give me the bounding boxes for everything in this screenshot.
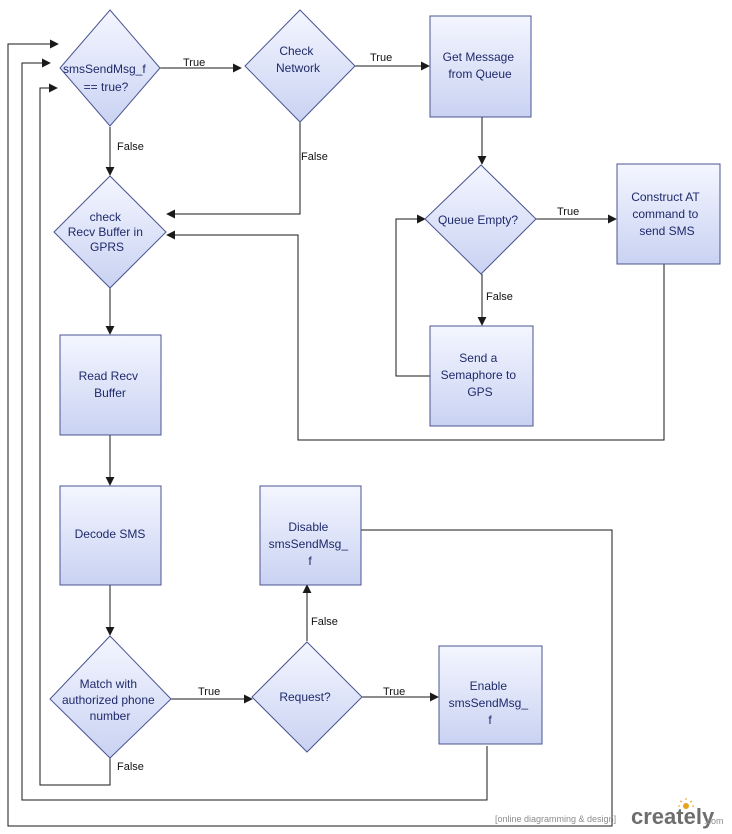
connectors: [7, 39, 665, 827]
edge-label-queue-true: True: [557, 206, 579, 218]
sun-logo-icon: [678, 798, 694, 809]
shapes: [49, 9, 721, 759]
brand-name: creately: [631, 804, 715, 829]
edge-label-flag-true: True: [183, 57, 205, 69]
edge-network-to-recvbuffer: [166, 121, 301, 219]
process-construct-at[interactable]: [616, 163, 721, 265]
label-request: Request?: [279, 690, 331, 704]
label-disable-flag: Disable smsSendMsg_ f: [269, 520, 352, 568]
label-get-message: Get Message from Queue: [443, 50, 518, 81]
edge-label-match-true: True: [198, 686, 220, 698]
label-check-recv-buffer: check Recv Buffer in GPRS: [68, 210, 147, 254]
decision-queue-empty[interactable]: [424, 164, 537, 275]
decision-check-network[interactable]: [244, 9, 356, 123]
brand-tagline: [online diagramming & design]: [495, 814, 616, 824]
decision-request[interactable]: [251, 641, 363, 753]
label-sms-flag-check: smsSendMsg_f == true?: [63, 62, 149, 94]
label-enable-flag: Enable smsSendMsg_ f: [449, 679, 532, 727]
label-send-semaphore: Send a Semaphore to GPS: [441, 351, 520, 399]
node-labels: smsSendMsg_f == true? Check Network Get …: [62, 44, 703, 727]
process-decode-sms[interactable]: [59, 485, 162, 586]
edge-enable-to-flag: [21, 58, 488, 801]
decision-match-phone[interactable]: [49, 635, 172, 759]
label-check-network: Check Network: [276, 44, 321, 75]
edge-labels: True False True False True False True Fa…: [117, 52, 579, 773]
label-match-phone: Match with authorized phone number: [62, 677, 158, 723]
edge-semaphore-to-queue: [395, 214, 430, 377]
brand-domain: .com: [704, 816, 724, 826]
process-send-semaphore[interactable]: [429, 325, 534, 427]
decision-check-recv-buffer[interactable]: [53, 175, 167, 289]
edge-label-request-true: True: [383, 686, 405, 698]
edge-label-request-false: False: [311, 616, 338, 628]
label-queue-empty: Queue Empty?: [438, 213, 518, 227]
edge-label-queue-false: False: [486, 291, 513, 303]
edge-match-to-flag: [39, 83, 111, 786]
process-enable-flag[interactable]: [438, 645, 543, 745]
label-decode-sms: Decode SMS: [75, 527, 146, 541]
edge-label-match-false: False: [117, 761, 144, 773]
edge-label-network-false: False: [301, 151, 328, 163]
edge-label-network-true: True: [370, 52, 392, 64]
process-disable-flag[interactable]: [259, 485, 362, 586]
process-read-recv-buffer[interactable]: [59, 334, 162, 436]
edge-construct-to-recvbuffer: [166, 230, 665, 441]
decision-sms-flag-check[interactable]: [59, 9, 161, 127]
label-read-recv-buffer: Read Recv Buffer: [79, 369, 142, 400]
label-construct-at: Construct AT command to send SMS: [631, 190, 703, 238]
process-get-message[interactable]: [429, 15, 532, 118]
edge-label-flag-false: False: [117, 141, 144, 153]
branding: [online diagramming & design] creately .…: [495, 798, 724, 829]
edge-disable-to-flag: [7, 39, 613, 827]
